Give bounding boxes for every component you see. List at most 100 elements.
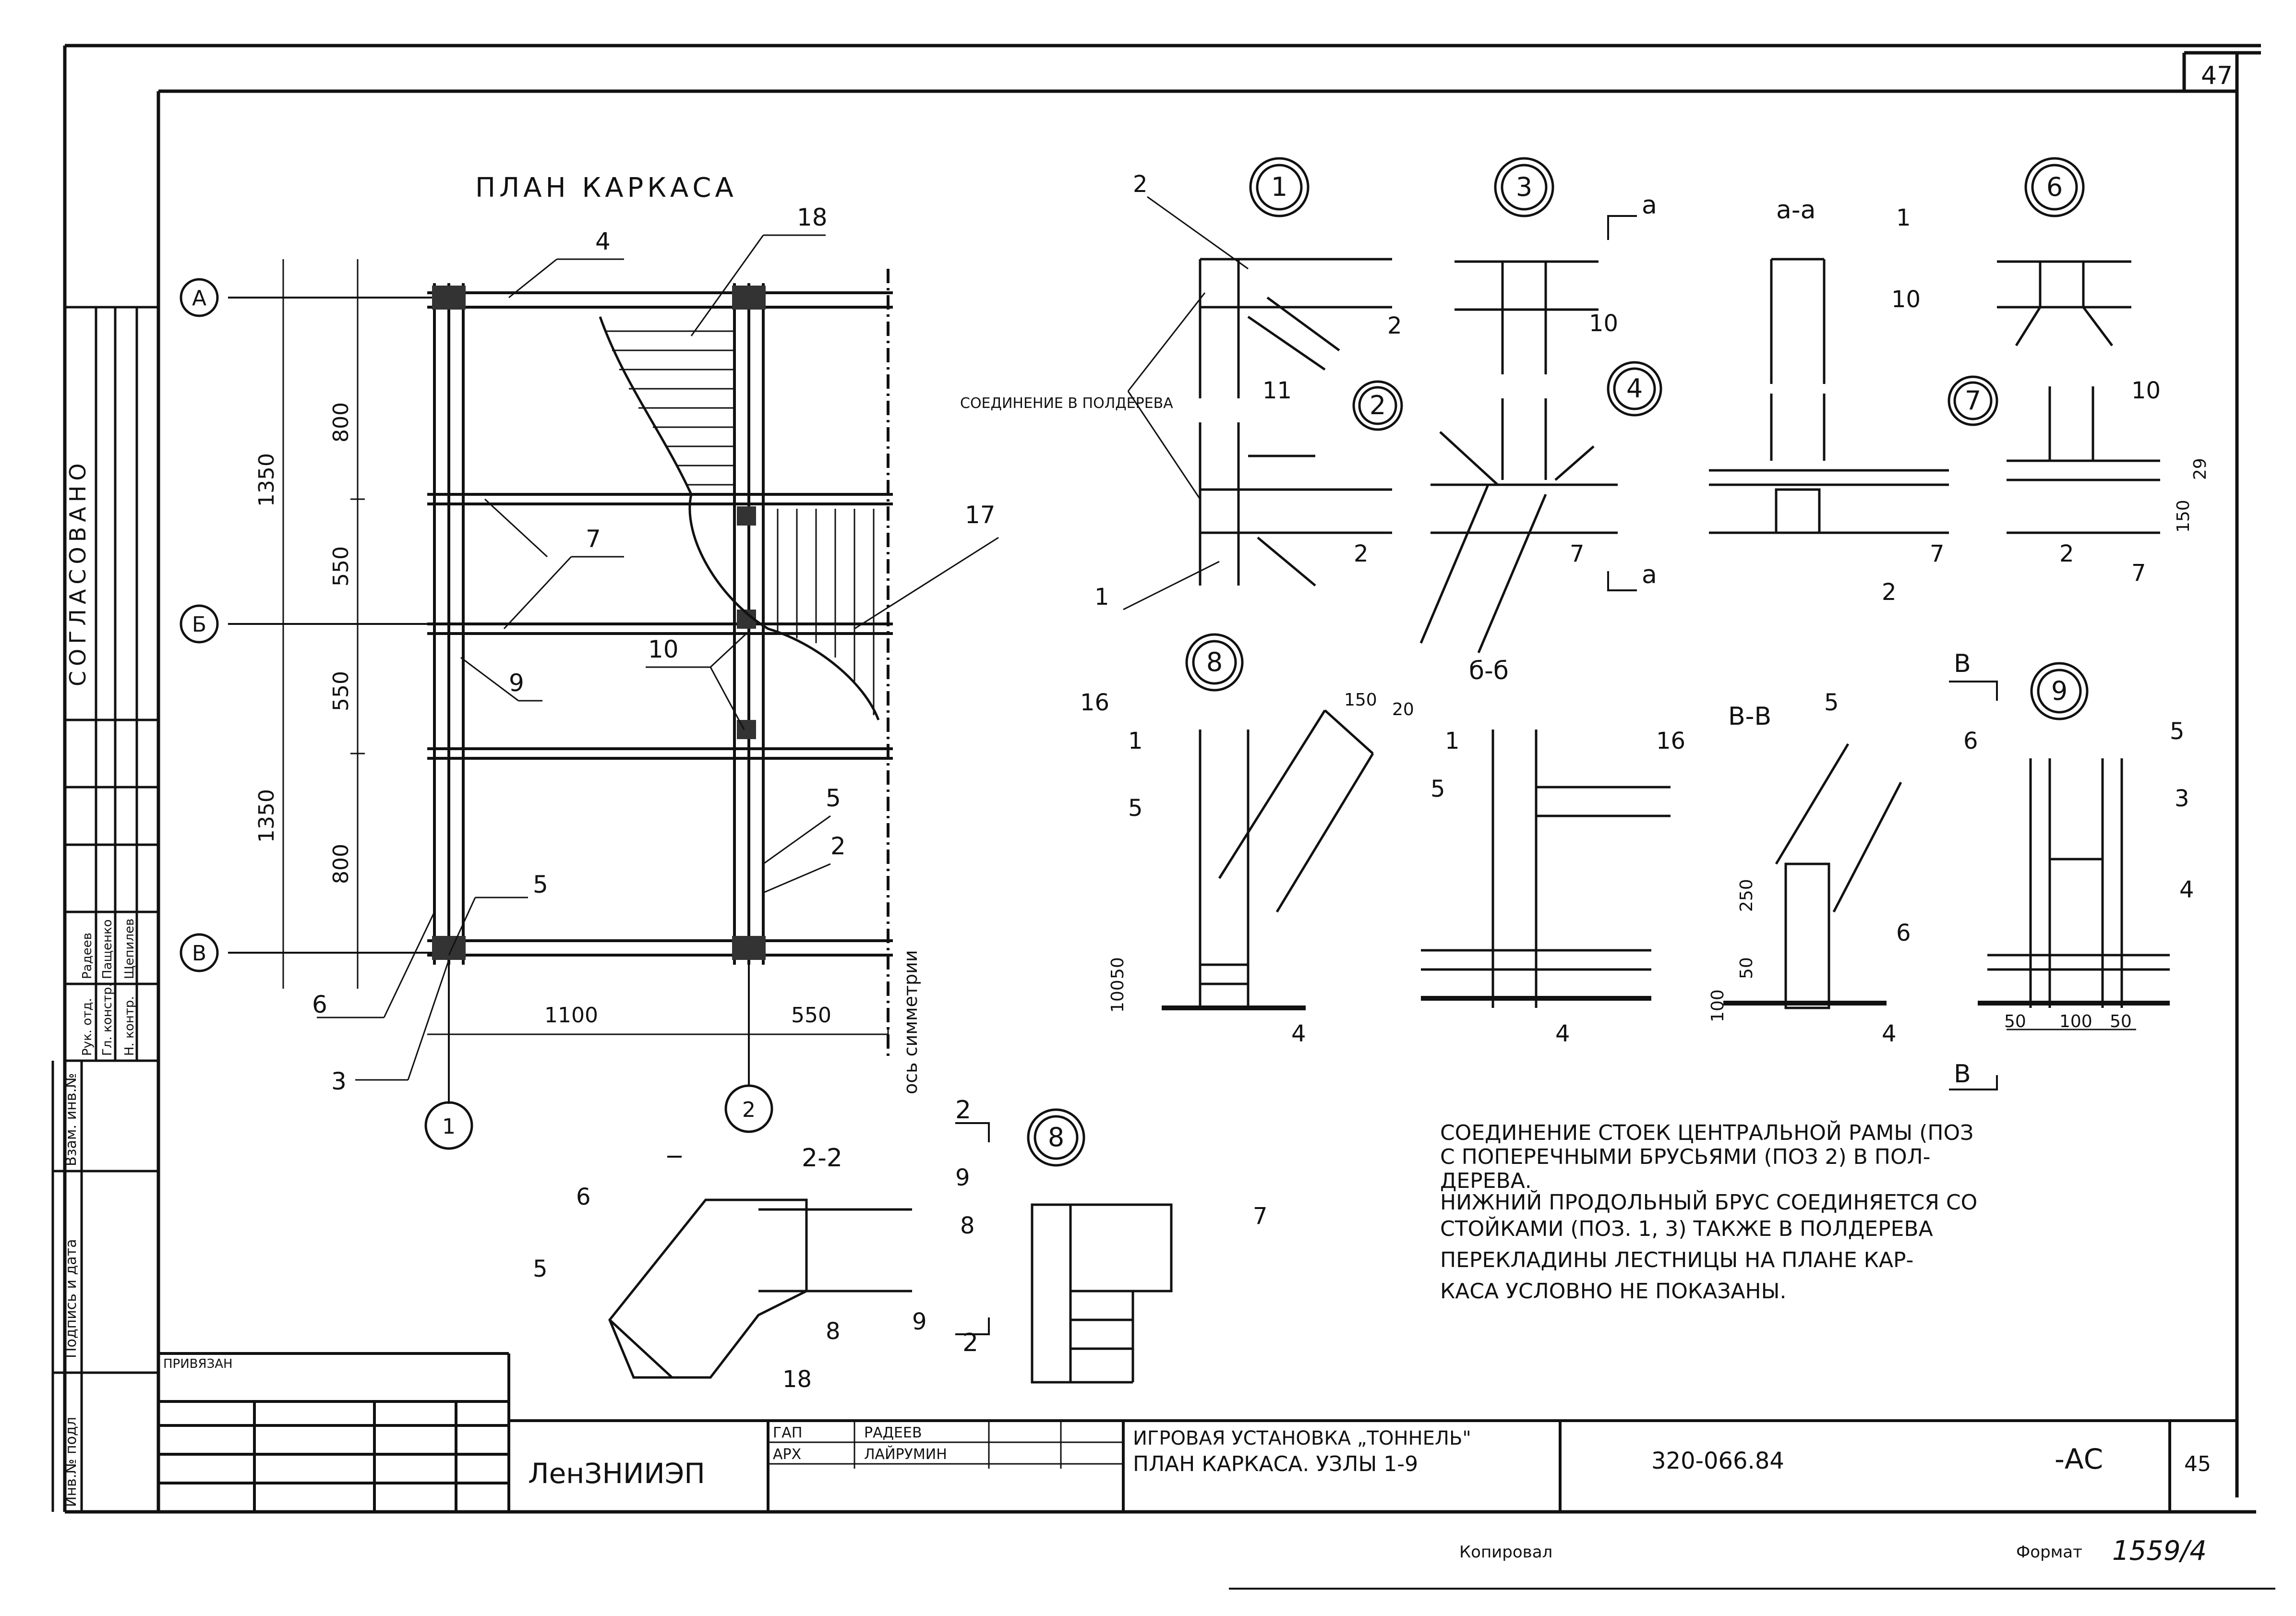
d1-label-11: 11 — [1262, 377, 1292, 404]
axis-b-label: Б — [192, 612, 206, 637]
sheet-frame — [63, 44, 2275, 1590]
mark-2-top: 2 — [955, 1096, 971, 1125]
d8-label-5: 5 — [1128, 795, 1143, 822]
project-title-1: ИГРОВАЯ УСТАНОВКА „ТОННЕЛЬ" — [1133, 1427, 1471, 1449]
joint-note-leaders — [1127, 292, 1206, 500]
section-labels: а-а б-б В-В 2-2 а а В В 2 2 — [802, 191, 1971, 1357]
daa-label-7: 7 — [1930, 540, 1945, 567]
plan-dimension-values: 1350 1350 800 550 550 800 1100 550 — [254, 402, 831, 1028]
d7-dim-29: 29 — [2190, 458, 2210, 480]
sheet-number: 47 — [2201, 61, 2233, 90]
mark-v-top: В — [1954, 649, 1971, 678]
note-line-5: СТОЙКАМИ (ПОЗ. 1, 3) ТАКЖЕ В ПОЛДЕРЕВА — [1440, 1216, 1933, 1241]
d8-dim-150: 150 — [1344, 690, 1377, 710]
dim-left-inner-4: 800 — [329, 844, 353, 884]
symmetry-axis-label: ось симметрии — [900, 950, 921, 1094]
dim-bottom-1: 1100 — [544, 1003, 598, 1028]
d22-label-18: 18 — [782, 1366, 812, 1393]
mark-a-bottom: а — [1642, 561, 1657, 589]
dim-left-outer-2: 1350 — [254, 789, 279, 843]
plan-title: ПЛАН КАРКАСА — [475, 172, 737, 203]
left-strip-stamps: Взам. инв.№ Подпись и дата Инв.№ подл — [63, 1073, 80, 1507]
section-aa: а-а — [1776, 196, 1816, 225]
d8-label-1: 1 — [1128, 728, 1143, 754]
section-bb: б-б — [1469, 657, 1509, 685]
plan-dimension-lines — [276, 259, 889, 1041]
callout-6: 6 — [312, 991, 327, 1018]
note-line-7: КАСА УСЛОВНО НЕ ПОКАЗАНЫ. — [1440, 1279, 1786, 1304]
plan-callout-labels: 4 18 17 7 9 10 5 2 6 3 5 — [312, 203, 996, 1095]
d22-label-5: 5 — [533, 1256, 548, 1282]
name-3: Щепилев — [122, 919, 137, 979]
note-line-1: СОЕДИНЕНИЕ СТОЕК ЦЕНТРАЛЬНОЙ РАМЫ (ПОЗ — [1440, 1120, 1973, 1145]
dvv-label-5: 5 — [1824, 689, 1839, 716]
d3-label-2: 2 — [1387, 312, 1402, 339]
node-2-label: 2 — [1370, 390, 1386, 420]
role-1: Рук. отд. — [80, 998, 95, 1056]
dim-bottom-2: 550 — [791, 1003, 831, 1028]
callout-2: 2 — [830, 832, 846, 860]
axis-a-label: А — [192, 286, 206, 311]
detail-8b-labels: 9 8 7 — [955, 1164, 1268, 1239]
detail-8-labels: 16 1 5 4 150 20 50 100 — [1080, 689, 1414, 1047]
callout-10: 10 — [648, 635, 679, 663]
dim-left-inner-3: 550 — [329, 671, 353, 711]
role-gap: ГАП — [773, 1424, 802, 1441]
callout-18: 18 — [797, 203, 828, 231]
section-22-drawing — [608, 1198, 912, 1379]
d8-dim-50: 50 — [1108, 957, 1128, 979]
dvv-label-4: 4 — [1882, 1020, 1897, 1047]
d9-label-4: 4 — [2179, 876, 2194, 903]
d3-label-10: 10 — [1589, 310, 1618, 337]
project-mark: -АС — [2055, 1443, 2103, 1475]
d8b-label-7: 7 — [1253, 1203, 1268, 1230]
name-2: Пащенко — [100, 919, 115, 979]
d22-label-8: 8 — [826, 1318, 841, 1345]
d9-dim-50-left: 50 — [2004, 1012, 2026, 1031]
d9-label-3: 3 — [2175, 785, 2189, 812]
detail-3-4-drawing — [1419, 260, 1618, 653]
detail-8-drawing — [1162, 709, 1374, 1010]
callout-4: 4 — [595, 227, 611, 255]
notes-block: СОЕДИНЕНИЕ СТОЕК ЦЕНТРАЛЬНОЙ РАМЫ (ПОЗ С… — [1440, 1120, 1977, 1304]
section-bb-labels: 1 5 16 4 — [1430, 728, 1685, 1047]
d2-label-2: 2 — [1354, 540, 1369, 567]
left-strip — [51, 306, 158, 1512]
callout-5-right: 5 — [826, 784, 841, 812]
d1-label-2: 2 — [1133, 171, 1148, 198]
detail-1-2-drawing — [1199, 258, 1392, 587]
node-4-label: 4 — [1626, 373, 1643, 404]
d22-label-6: 6 — [576, 1184, 591, 1210]
name-1: Радеев — [80, 933, 95, 979]
axis-1-label: 1 — [442, 1114, 456, 1139]
node-8-label: 8 — [1206, 647, 1223, 677]
project-title-2: ПЛАН КАРКАСА. УЗЛЫ 1-9 — [1133, 1452, 1418, 1476]
d9-label-6: 6 — [1963, 728, 1978, 754]
node-6-label: 6 — [2046, 172, 2063, 202]
axis-v-label: В — [192, 941, 206, 966]
node-circles — [1027, 157, 2089, 1167]
copied-label: Копировал — [1459, 1543, 1552, 1562]
plan-frame — [427, 269, 893, 1056]
name-radeev: РАДЕЕВ — [864, 1424, 922, 1441]
privyazan-label: ПРИВЯЗАН — [163, 1357, 233, 1371]
dvv-dim-50: 50 — [1737, 957, 1756, 979]
dim-left-outer-1: 1350 — [254, 453, 279, 507]
detail-1-2-labels: 2 11 1 2 — [1094, 171, 1369, 610]
section-vv-labels: 5 6 4 250 50 100 — [1708, 689, 1911, 1047]
node-8b-label: 8 — [1048, 1122, 1064, 1152]
callout-9: 9 — [509, 669, 524, 697]
detail-3-4-labels: 2 10 7 — [1387, 310, 1618, 567]
d8-label-16: 16 — [1080, 689, 1109, 716]
callout-7: 7 — [586, 525, 601, 553]
detail-9-drawing — [1978, 758, 2170, 1030]
role-2: Гл. констр. — [100, 983, 115, 1056]
inv-orig-label: Инв.№ подл — [63, 1417, 80, 1507]
section-vv-drawing — [1723, 743, 1902, 1009]
d9-dim-50-right: 50 — [2110, 1012, 2132, 1031]
title-block — [158, 1352, 2237, 1512]
node-7-label: 7 — [1965, 385, 1981, 416]
role-3: Н. контр. — [122, 996, 137, 1056]
format-value: 1559/4 — [2112, 1535, 2207, 1567]
